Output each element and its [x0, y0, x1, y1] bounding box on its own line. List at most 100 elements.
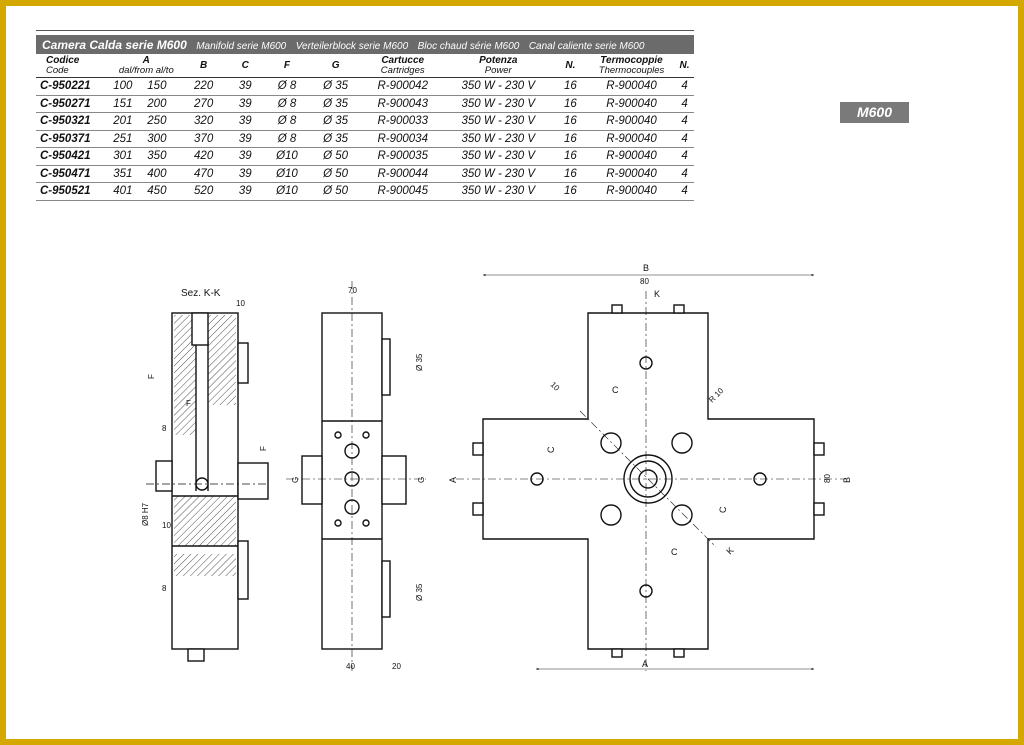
table-cell: Ø 35	[309, 112, 362, 131]
table-cell: 100	[111, 77, 148, 96]
col-header-g: G	[309, 54, 362, 78]
table-cell: C-950521	[36, 182, 112, 201]
table-cell: Ø10	[264, 165, 310, 183]
table-cell: 4	[675, 112, 694, 131]
section-dims: 10 F F 8 F Ø8 H7 10 8	[141, 299, 268, 593]
dim-10-slot: 10	[549, 380, 562, 393]
table-cell: R-900035	[361, 147, 444, 166]
table-cell: 200	[147, 95, 182, 113]
series-badge: M600	[840, 102, 909, 123]
table-cell: Ø 50	[309, 147, 362, 166]
table-cell: 39	[225, 182, 265, 201]
table-cell: R-900040	[587, 77, 676, 96]
table-title-bar: Camera Calda serie M600 Manifold serie M…	[36, 35, 694, 54]
table-cell: 401	[111, 182, 148, 201]
dim-f-2: F	[186, 399, 191, 408]
table-cell: 4	[675, 130, 694, 148]
dim-dia35-top: Ø 35	[415, 353, 424, 371]
table-cell: 470	[181, 165, 226, 183]
table-cell: 16	[552, 112, 588, 131]
table-cell: Ø 35	[309, 77, 362, 96]
col-header-n1: N.	[552, 54, 588, 78]
table-cell: 370	[181, 130, 226, 148]
table-cell: 4	[675, 77, 694, 96]
table-cell: Ø 8	[264, 95, 310, 113]
dim-70: 70	[348, 286, 357, 295]
dim-r10: R 10	[707, 386, 726, 405]
table-cell: 350	[147, 147, 182, 166]
table-cell: Ø 8	[264, 112, 310, 131]
table-cell: Ø 8	[264, 130, 310, 148]
table-cell: Ø10	[264, 147, 310, 166]
table-cell: 201	[111, 112, 148, 131]
dim-b-top: B	[643, 263, 649, 273]
table-cell: R-900045	[361, 182, 444, 201]
table-cell: 301	[111, 147, 148, 166]
table-cell: 4	[675, 147, 694, 166]
table-cell: 270	[181, 95, 226, 113]
dim-20: 20	[392, 662, 401, 671]
table-cell: 16	[552, 182, 588, 201]
side-view	[286, 281, 426, 671]
dim-k-bottom: K	[724, 545, 735, 556]
section-view: Sez. K-K	[146, 288, 269, 662]
table-cell: 151	[111, 95, 148, 113]
table-cell: R-900034	[361, 130, 444, 148]
table-cell: 520	[181, 182, 226, 201]
table-cell: 4	[675, 95, 694, 113]
table-cell: 16	[552, 165, 588, 183]
dim-dia-h7: Ø8 H7	[141, 502, 150, 526]
table-cell: Ø 35	[309, 130, 362, 148]
table-cell: R-900040	[587, 147, 676, 166]
table-cell: 39	[225, 165, 265, 183]
table-cell: 400	[147, 165, 182, 183]
title-sub-en: Manifold serie M600	[196, 41, 287, 52]
table-cell: R-900033	[361, 112, 444, 131]
dim-8-1: 8	[162, 424, 167, 433]
table-cell: 251	[111, 130, 148, 148]
table-cell: 300	[147, 130, 182, 148]
dim-g-left: G	[291, 477, 300, 483]
dim-10-bottom: 10	[162, 521, 171, 530]
table-cell: 350 W - 230 V	[443, 130, 553, 148]
side-dims: 70 Ø 35 G G Ø 35 40 20	[291, 286, 426, 671]
table-cell: 350 W - 230 V	[443, 112, 553, 131]
table-cell: 450	[147, 182, 182, 201]
table-cell: Ø 50	[309, 182, 362, 201]
table-cell: 351	[111, 165, 148, 183]
table-cell: 16	[552, 130, 588, 148]
table-cell: 420	[181, 147, 226, 166]
table-cell: R-900040	[587, 112, 676, 131]
table-cell: 250	[147, 112, 182, 131]
table-cell: 39	[225, 147, 265, 166]
title-main: Camera Calda serie M600	[42, 38, 187, 52]
spec-table-block: Camera Calda serie M600 Manifold serie M…	[36, 30, 694, 201]
col-header-c: C	[225, 54, 265, 78]
table-cell: 39	[225, 77, 265, 96]
table-cell: R-900043	[361, 95, 444, 113]
table-cell: C-950271	[36, 95, 112, 113]
col-header-f: F	[264, 54, 310, 78]
dim-40: 40	[346, 662, 355, 671]
table-cell: Ø 50	[309, 165, 362, 183]
table-cell: R-900042	[361, 77, 444, 96]
table-cell: Ø 35	[309, 95, 362, 113]
top-rule	[36, 30, 694, 31]
table-cell: R-900040	[587, 165, 676, 183]
table-cell: 4	[675, 182, 694, 201]
table-cell: C-950471	[36, 165, 112, 183]
dim-c-2: C	[546, 446, 556, 453]
table-cell: 350 W - 230 V	[443, 95, 553, 113]
dim-dia35-bottom: Ø 35	[415, 583, 424, 601]
